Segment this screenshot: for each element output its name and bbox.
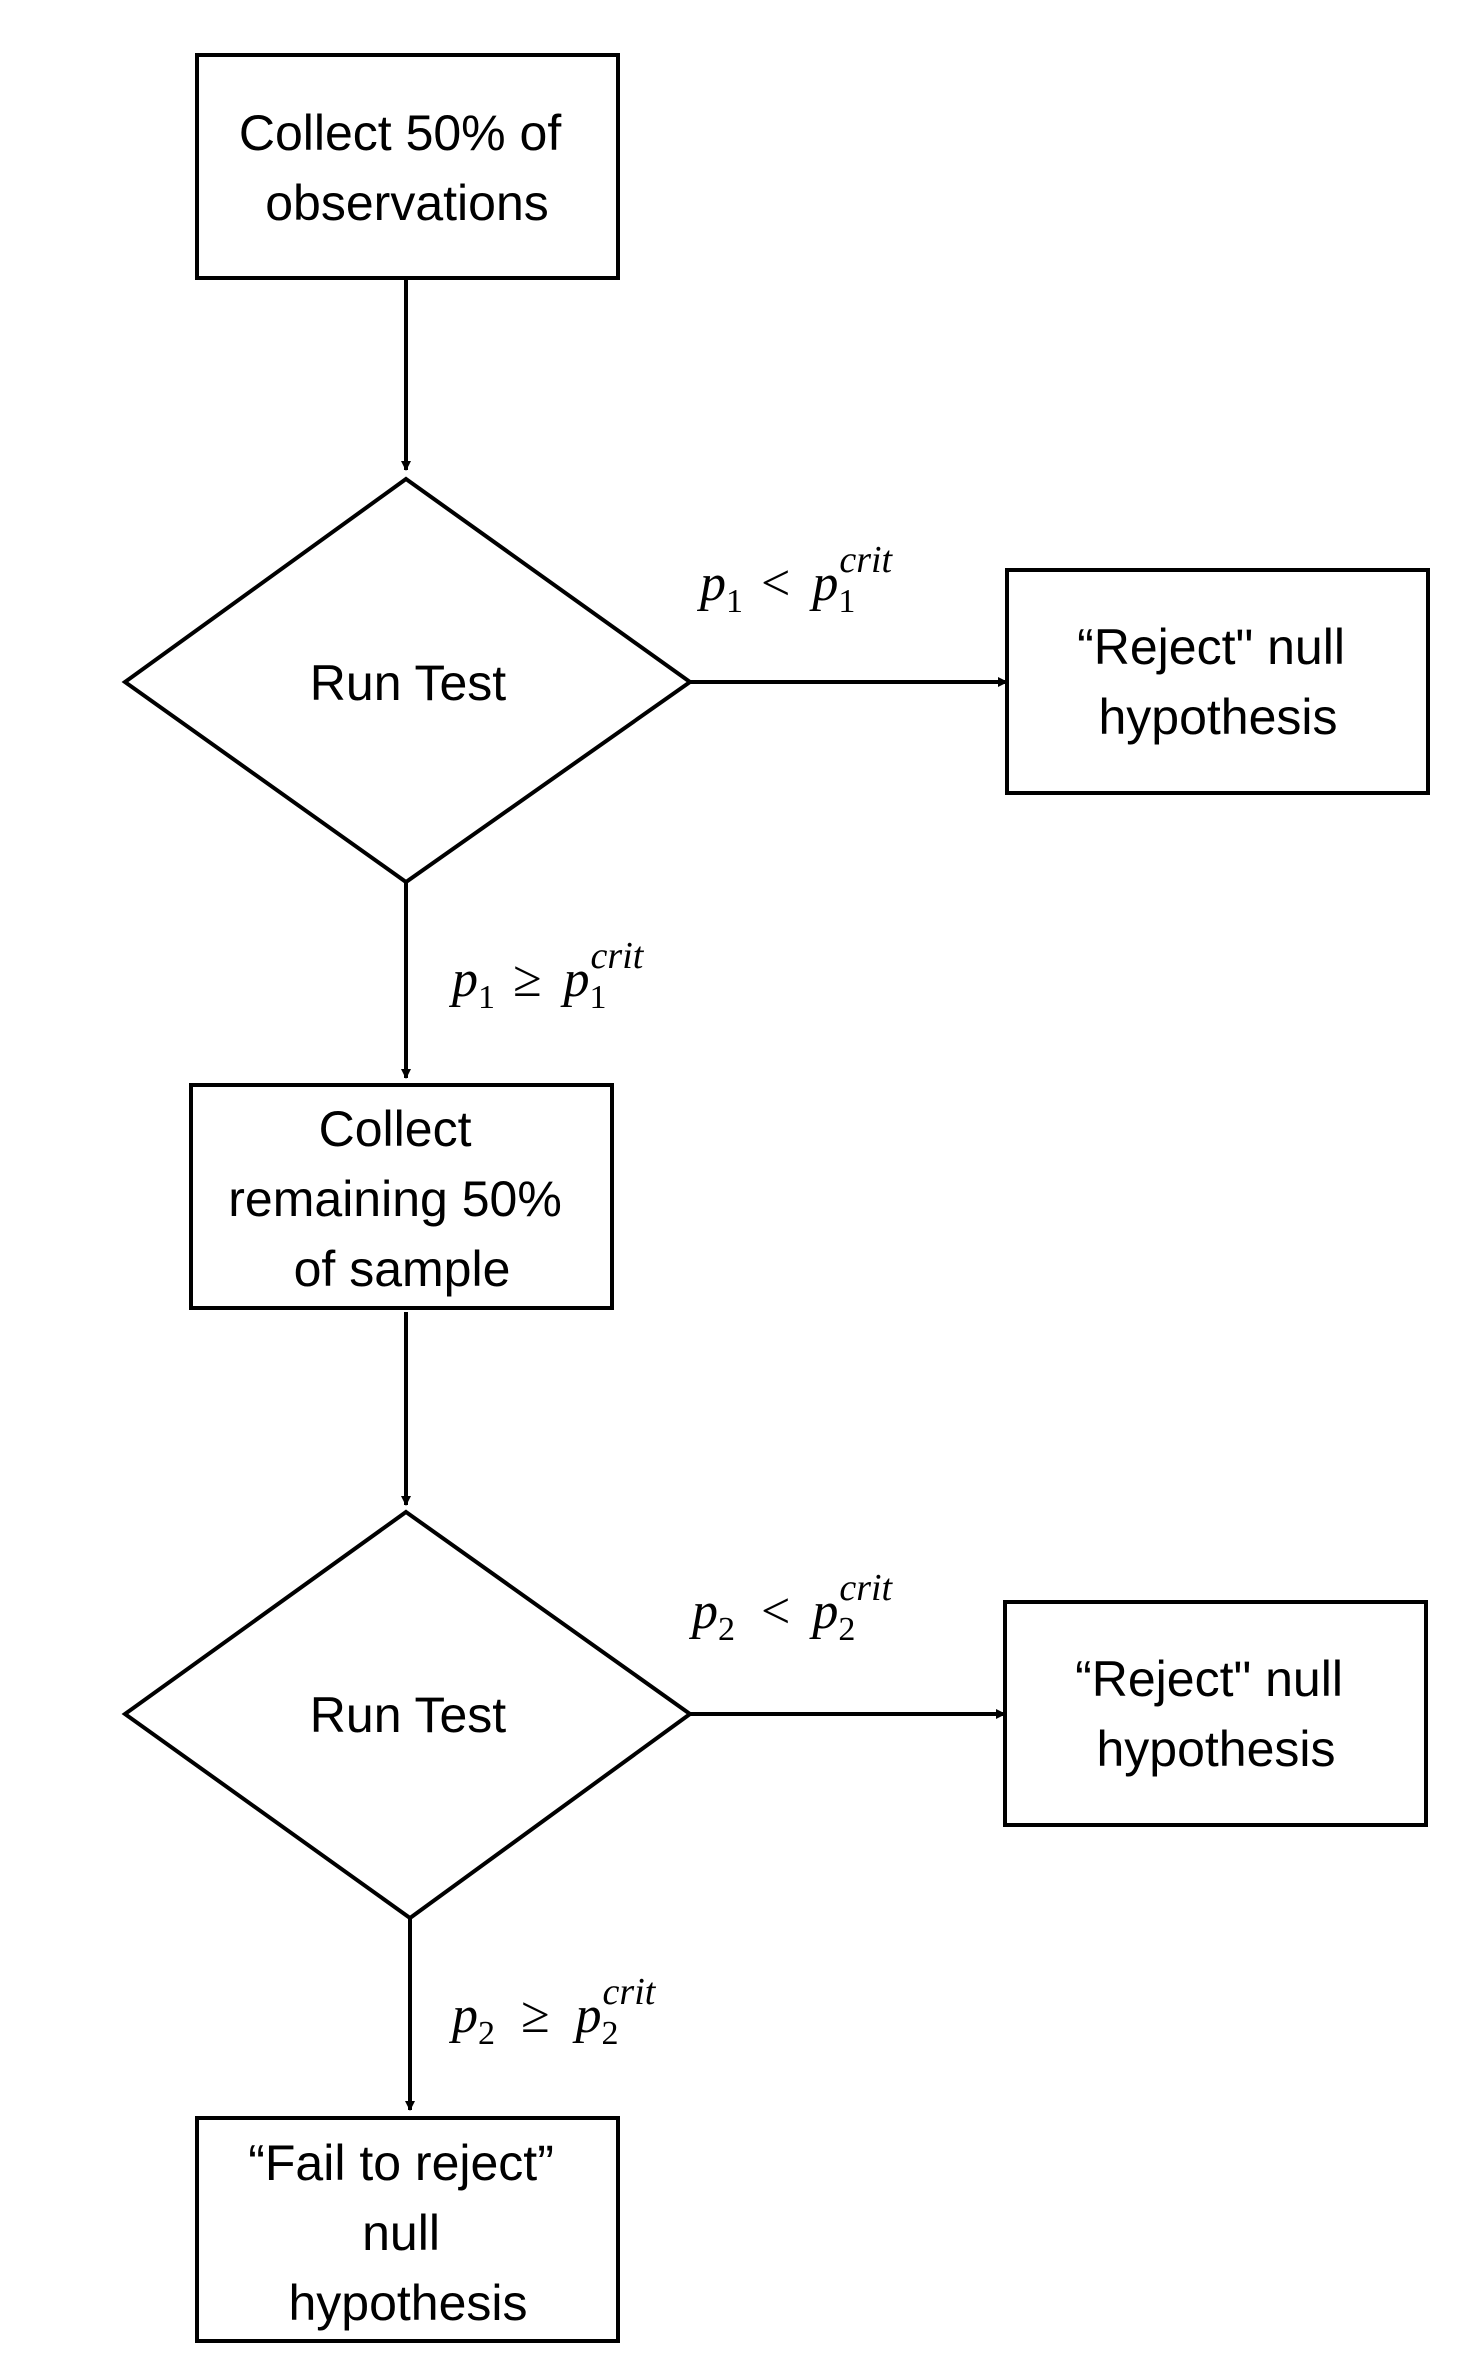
run-test-1-label: Run Test [310, 655, 507, 711]
cond2f-sub: 2 [478, 2015, 495, 2052]
cond1c-op: ≥ [513, 951, 542, 1008]
reject-2-line-1: “Reject" null [1075, 1651, 1343, 1707]
reject-1-box [1005, 568, 1430, 795]
condition-test1-reject: p1<p1crit [696, 539, 894, 620]
cond2r-crit-sub: 2 [838, 1611, 855, 1648]
collect-remaining-line-1: Collect [319, 1101, 472, 1157]
cond2f-op: ≥ [521, 1987, 550, 2044]
collect-first-box [195, 53, 620, 280]
collect-first-line-1: Collect 50% of [239, 105, 561, 161]
condition-test1-continue: p1≥p1crit [448, 935, 645, 1016]
collect-first-line-2: observations [265, 175, 549, 231]
reject-2-label: “Reject" null hypothesis [1075, 1651, 1357, 1777]
collect-remaining-box [189, 1083, 614, 1310]
fail-to-reject-line-2: null [362, 2205, 440, 2261]
reject-1-label: “Reject" null hypothesis [1077, 619, 1359, 745]
cond2r-crit-var: p [808, 1583, 838, 1640]
run-test-2-label: Run Test [310, 1687, 507, 1743]
run-test-2-diamond [121, 1509, 694, 1921]
collect-remaining-label: Collect remaining 50% of sample [228, 1101, 575, 1297]
cond2f-crit-sup: crit [603, 1971, 657, 2013]
fail-to-reject-label: “Fail to reject” null hypothesis [248, 2135, 568, 2331]
cond1c-crit-sub: 1 [590, 979, 607, 1016]
cond1r-sub: 1 [726, 583, 743, 620]
run-test-1-line-1: Run Test [310, 655, 507, 711]
cond1c-crit-var: p [560, 951, 590, 1008]
cond2f-crit-var: p [572, 1987, 602, 2044]
fail-to-reject-line-3: hypothesis [288, 2275, 527, 2331]
cond1r-crit-sub: 1 [838, 583, 855, 620]
cond1r-crit-sup: crit [839, 539, 893, 581]
cond1r-var: p [696, 555, 726, 612]
run-test-2-line-1: Run Test [310, 1687, 507, 1743]
run-test-1-diamond [121, 476, 694, 885]
collect-first-label: Collect 50% of observations [239, 105, 575, 231]
cond1c-sub: 1 [478, 979, 495, 1016]
cond2f-var: p [448, 1987, 478, 2044]
condition-test2-fail: p2≥p2crit [448, 1971, 657, 2052]
fail-to-reject-line-1: “Fail to reject” [248, 2135, 554, 2191]
cond2r-crit-sup: crit [839, 1567, 893, 1609]
condition-test2-reject: p2<p2crit [688, 1567, 894, 1648]
cond1r-crit-var: p [808, 555, 838, 612]
cond2r-sub: 2 [718, 1611, 735, 1648]
cond1c-var: p [448, 951, 478, 1008]
cond2f-crit-sub: 2 [602, 2015, 619, 2052]
reject-1-line-1: “Reject" null [1077, 619, 1345, 675]
cond2r-op: < [761, 1583, 790, 1640]
collect-remaining-line-3: of sample [294, 1241, 511, 1297]
reject-1-line-2: hypothesis [1098, 689, 1337, 745]
reject-2-line-2: hypothesis [1096, 1721, 1335, 1777]
collect-remaining-line-2: remaining 50% [228, 1171, 562, 1227]
cond1r-op: < [761, 555, 790, 612]
cond2r-var: p [688, 1583, 718, 1640]
fail-to-reject-box [195, 2116, 620, 2343]
reject-2-box [1003, 1600, 1428, 1827]
cond1c-crit-sup: crit [591, 935, 645, 977]
